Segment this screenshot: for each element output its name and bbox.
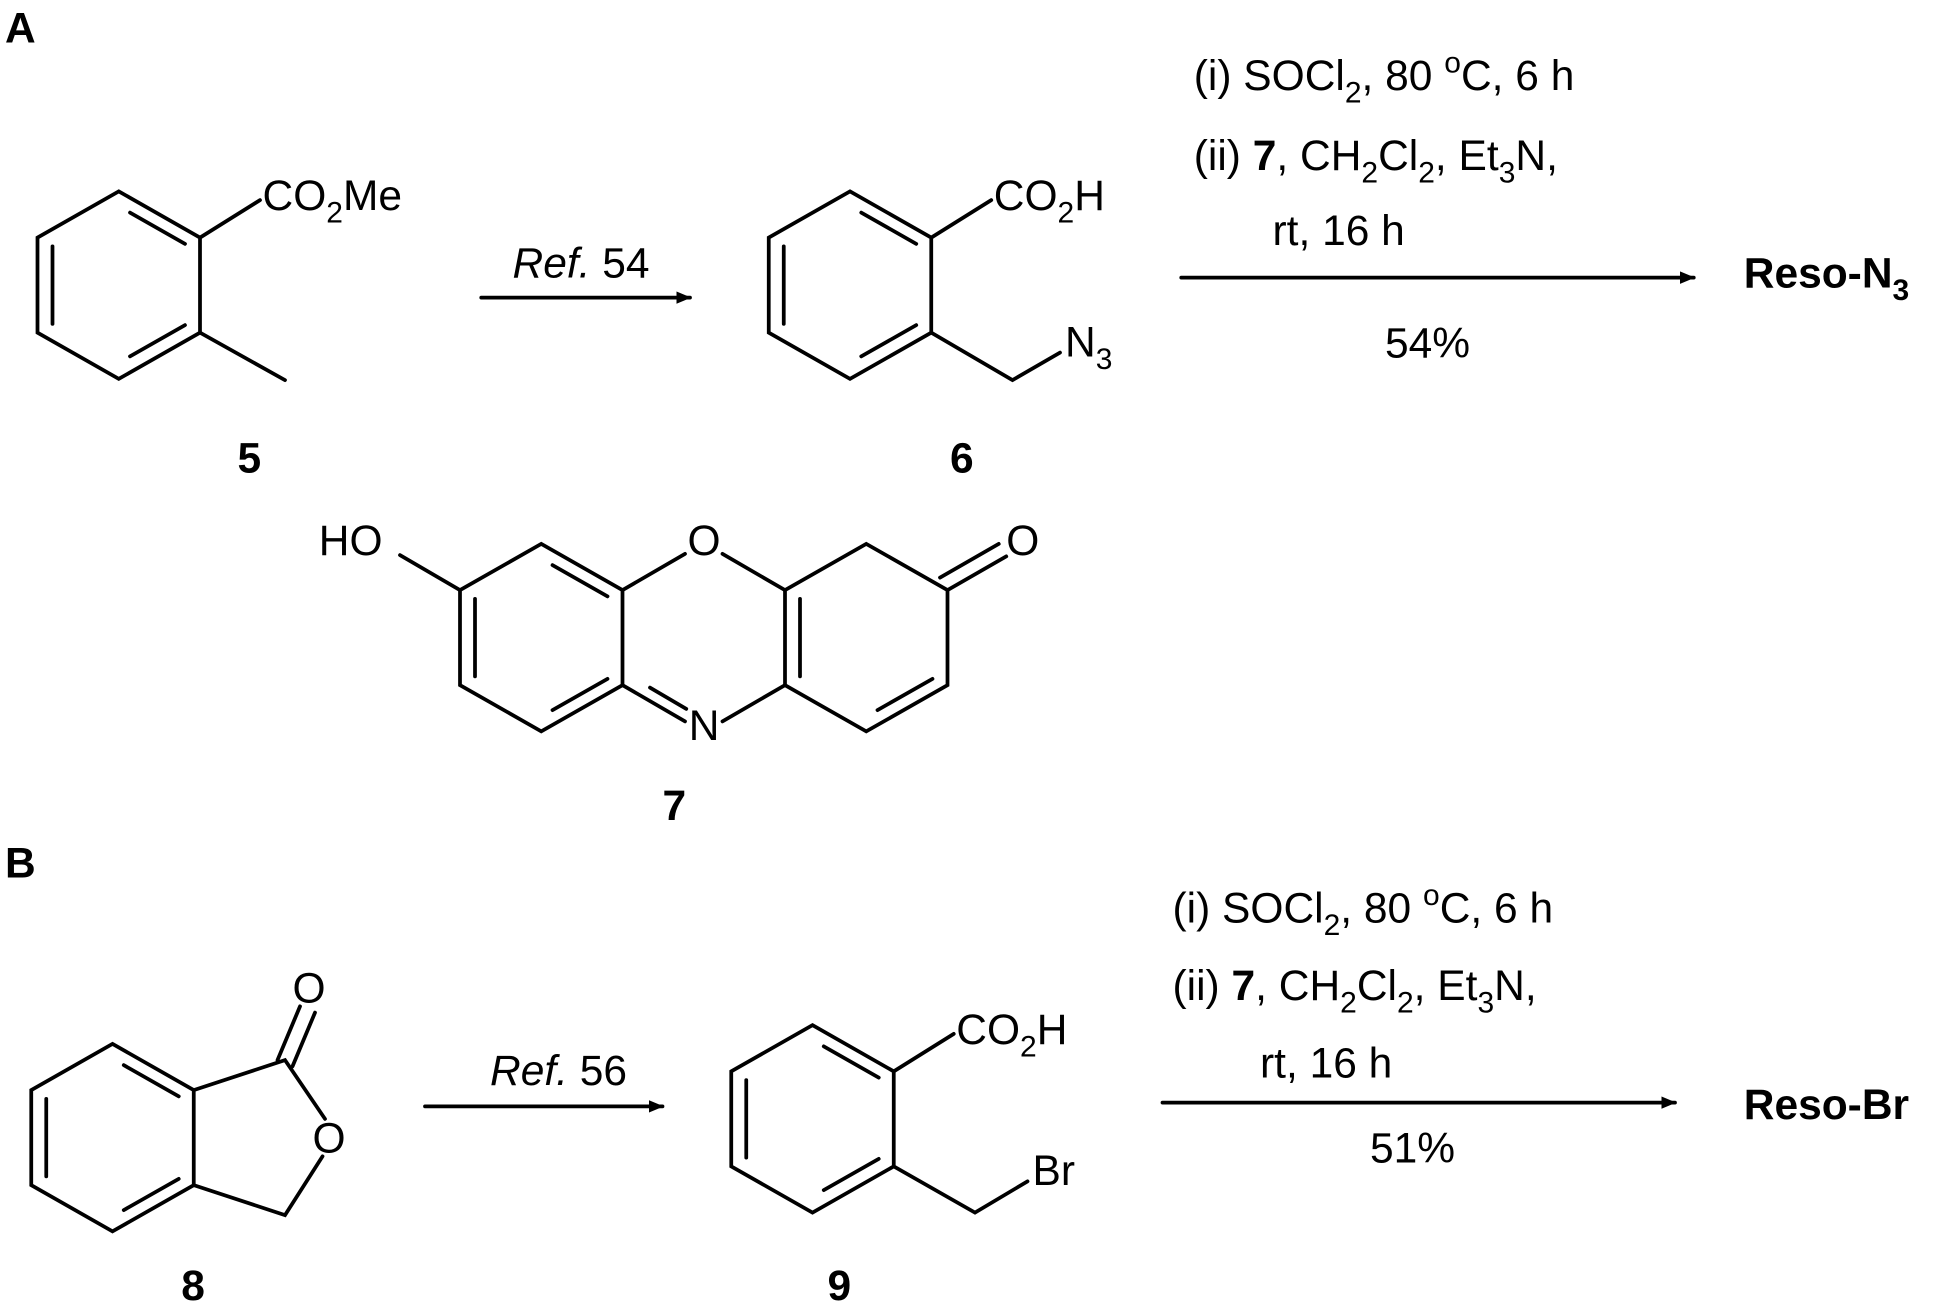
compound-5-structure: CO2Me	[35, 173, 402, 382]
compound-7-structure: HO O O N	[319, 518, 1040, 750]
compound-9-structure: CO2H Br	[729, 1007, 1076, 1215]
bridging-oxygen: O	[688, 518, 721, 565]
yield-a: 54%	[1385, 321, 1470, 368]
panel-label-a: A	[5, 6, 36, 53]
conditions-b-line1: (i) SOCl2, 80 oC, 6 h	[1173, 879, 1554, 942]
carboxylic-acid-group: CO2H	[994, 173, 1105, 229]
compound-5-label: 5	[238, 436, 262, 483]
ref-54-label: Ref. 54	[513, 241, 650, 288]
conditions-a-line1: (i) SOCl2, 80 oC, 6 h	[1194, 47, 1575, 110]
compound-6-structure: CO2H N3	[766, 173, 1112, 383]
bromo-group: Br	[1033, 1148, 1076, 1195]
conditions-a-line3: rt, 16 h	[1273, 208, 1405, 255]
ref-56-label: Ref. 56	[490, 1048, 627, 1095]
yield-b: 51%	[1370, 1126, 1455, 1173]
compound-9-label: 9	[828, 1263, 852, 1309]
conditions-b-line3: rt, 16 h	[1260, 1041, 1392, 1088]
carboxylic-acid-group: CO2H	[956, 1007, 1067, 1064]
ester-group: CO2Me	[263, 173, 402, 229]
carbonyl-oxygen: O	[293, 966, 326, 1013]
panel-label-b: B	[5, 841, 36, 888]
compound-6-label: 6	[950, 436, 974, 483]
product-reso-br: Reso-Br	[1744, 1082, 1909, 1129]
conditions-a-line2: (ii) 7, CH2Cl2, Et3N,	[1194, 133, 1558, 190]
ring-oxygen: O	[313, 1116, 346, 1163]
hydroxyl-group: HO	[319, 518, 383, 565]
azide-group: N3	[1065, 319, 1112, 376]
compound-7-label: 7	[663, 783, 687, 830]
product-reso-n3: Reso-N3	[1744, 251, 1909, 307]
keto-oxygen: O	[1006, 518, 1039, 565]
ring-nitrogen: N	[689, 703, 720, 750]
compound-8-structure: O O	[29, 966, 346, 1234]
compound-8-label: 8	[181, 1263, 205, 1309]
conditions-b-line2: (ii) 7, CH2Cl2, Et3N,	[1173, 963, 1537, 1020]
